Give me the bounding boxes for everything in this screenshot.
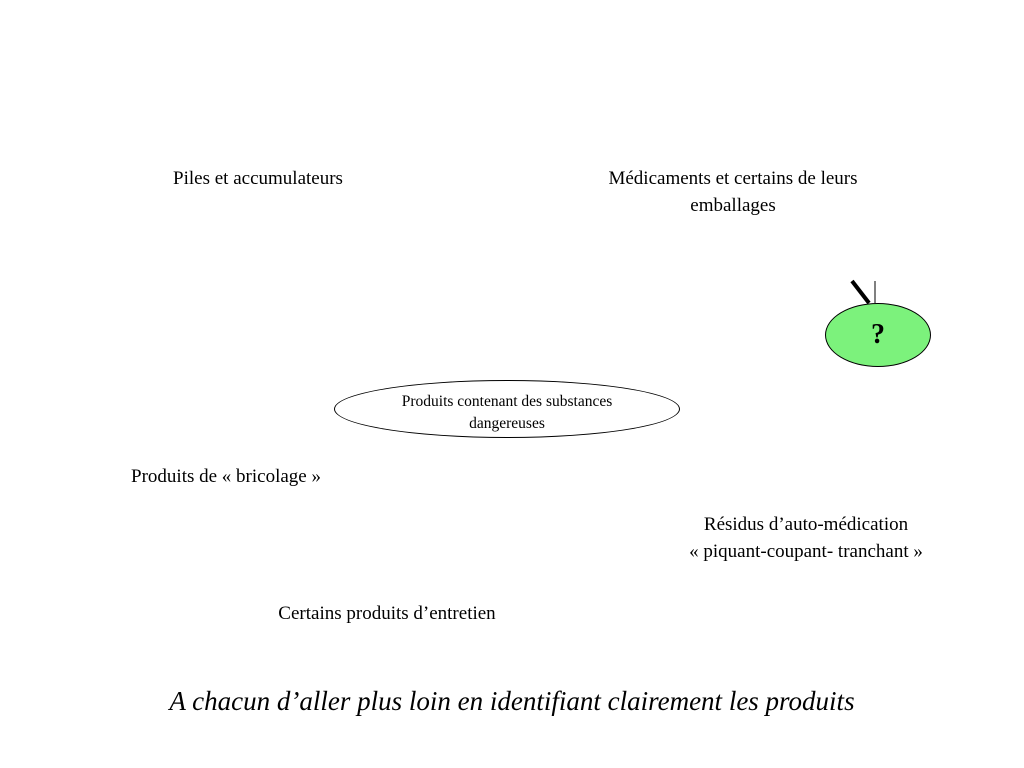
item-piles-label: Piles et accumulateurs (173, 168, 343, 189)
question-node (825, 303, 931, 367)
item-entretien-label: Certains produits d’entretien (278, 603, 496, 624)
item-medicaments-label: Médicaments et certains de leurs emballa… (560, 165, 906, 219)
center-label: Produits contenant des substances danger… (334, 391, 680, 435)
center-label-line-2: dangereuses (469, 415, 545, 432)
connector-line-thick (850, 279, 871, 305)
item-residus-label: Résidus d’auto-médication « piquant-coup… (626, 511, 986, 565)
center-ellipse (334, 380, 680, 438)
item-residus-line-2: « piquant-coupant- tranchant » (689, 541, 923, 562)
center-label-line-1: Produits contenant des substances (401, 393, 613, 410)
item-residus-line-1: Résidus d’auto-médication (703, 514, 909, 535)
item-medicaments-line-1: Médicaments et certains de leurs (608, 168, 858, 189)
question-mark: ? (871, 319, 885, 350)
item-medicaments-line-2: emballages (690, 195, 776, 216)
footer-caption: A chacun d’aller plus loin en identifian… (169, 686, 855, 716)
item-bricolage-label: Produits de « bricolage » (131, 466, 321, 487)
